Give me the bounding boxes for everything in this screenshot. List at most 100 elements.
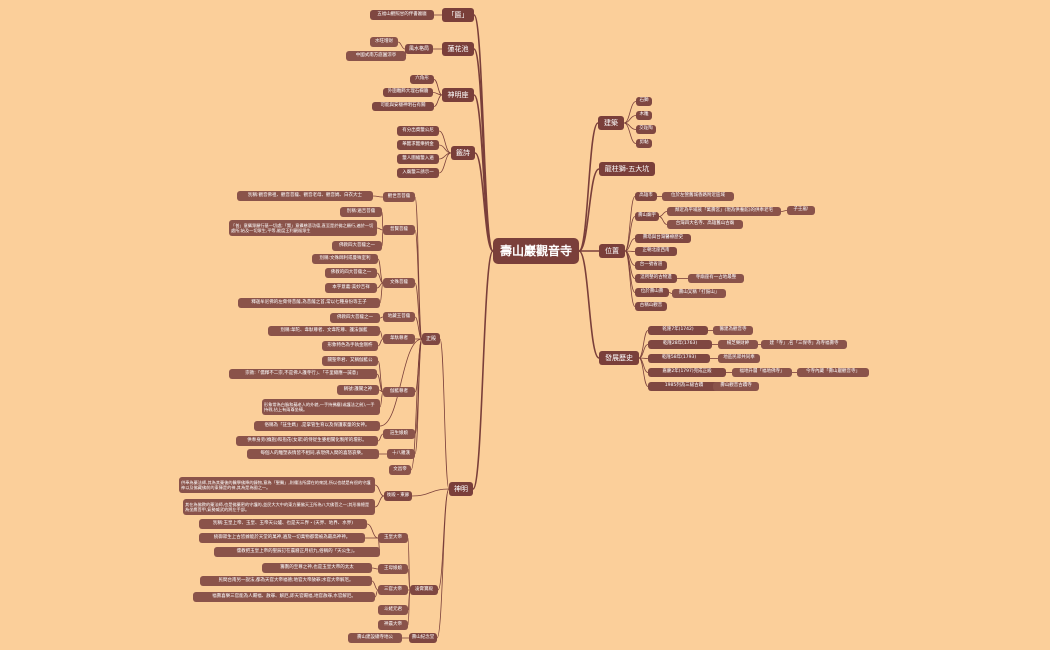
node-i5a[interactable]: 壽山觀音古蹟寺 xyxy=(713,382,759,391)
node-g[interactable]: 龍柱獅-五大坑 xyxy=(599,162,655,176)
node-e1a[interactable]: 觀世音菩薩 xyxy=(383,192,415,202)
node-d3[interactable]: 籤人圖繪籤入遍 xyxy=(397,154,439,164)
node-i4[interactable]: 嘉慶2年(1797)完成正殿 xyxy=(648,368,726,377)
node-f1[interactable]: 石獅 xyxy=(636,97,652,106)
node-h6[interactable]: 這所整的古物遺 xyxy=(635,274,677,283)
node-h5[interactable]: 台一號省道 xyxy=(635,261,667,270)
connector-g xyxy=(578,168,600,252)
connector-e1b3 xyxy=(381,229,384,247)
connector-e4 xyxy=(436,488,450,639)
node-i5[interactable]: 1985列為三級古蹟 xyxy=(648,382,720,391)
node-e3b1[interactable]: 籌劃的至尊之神,也是玉皇大帝的太太 xyxy=(262,563,372,573)
node-h1a[interactable]: 位於左營舊城香路附近區域 xyxy=(662,192,734,201)
node-h6a[interactable]: 寺廟座有一占地最整 xyxy=(688,274,744,283)
node-e3a[interactable]: 玉皇大帝 xyxy=(378,533,408,543)
node-e1b2[interactable]: 「普」意攝眾願行基一切處;「賢」意攝慈悲功德,直至是於佛之願行,遍於一切處所;始… xyxy=(229,220,377,236)
node-h2b[interactable]: 台灣四大名寺、高雄舊山古廟 xyxy=(667,220,743,229)
node-b[interactable]: 蓮花池 xyxy=(442,42,474,56)
node-e4[interactable]: 壽山紀念堂 xyxy=(409,633,437,643)
node-e4a[interactable]: 壽山建設總寺地公 xyxy=(348,633,402,643)
node-i[interactable]: 發展歷史 xyxy=(599,351,639,365)
node-root[interactable]: 壽山巖觀音寺 xyxy=(493,238,579,264)
node-a[interactable]: 「匾」 xyxy=(442,8,474,22)
node-h7a[interactable]: 壽山又稱「打鼓山」 xyxy=(672,289,726,298)
node-e1c4[interactable]: 釋迦牟尼佛的左脅侍菩薩,為菩薩之首,常以七種身份等王子 xyxy=(238,298,380,308)
node-e1g[interactable]: 註生娘娘 xyxy=(383,429,415,439)
node-i4a[interactable]: 福地升層「福地佛寺」 xyxy=(732,368,792,377)
node-e1h1[interactable]: 每個人的雕塑表情皆不相同,表現佛入間的喜怒哀樂。 xyxy=(247,449,379,459)
node-e1b[interactable]: 普賢菩薩 xyxy=(383,225,415,235)
node-d[interactable]: 籤詩 xyxy=(451,146,475,160)
node-i2a1[interactable]: 建「寺」,名「三保寺」為寺福壽寺 xyxy=(761,340,847,349)
node-f2[interactable]: 木雕 xyxy=(636,111,652,120)
node-e1e1[interactable]: 別稱:韋陀、韋馱尊者、文韋陀尊、護法伽藍 xyxy=(268,326,380,336)
node-e1g2[interactable]: 供奉身旁(撫抱)和抱花(女眾)的侍從生婆相關化製所的壇形。 xyxy=(236,436,378,446)
node-f4[interactable]: 剪黏 xyxy=(636,139,652,148)
node-c[interactable]: 神明座 xyxy=(442,88,474,102)
node-i1[interactable]: 乾隆7年(1742) xyxy=(648,326,708,335)
node-e3c[interactable]: 三官大帝 xyxy=(378,585,408,595)
node-c3[interactable]: 可能與安穩神明石有關 xyxy=(372,102,434,111)
node-e1f3[interactable]: 稱號:護關之神 xyxy=(337,385,379,395)
node-e1e[interactable]: 韋馱尊者 xyxy=(383,334,415,344)
node-h7[interactable]: 位於壽山壽 xyxy=(635,288,669,297)
node-d1[interactable]: 有分出資籤公尼 xyxy=(397,126,439,136)
node-h2a1[interactable]: 子壬嵐! xyxy=(787,206,815,215)
node-b1[interactable]: 風水格局 xyxy=(405,44,433,54)
node-b1b[interactable]: 中國式南方庭園涼亭 xyxy=(346,51,406,61)
node-e3[interactable]: 凌霄寶殿 xyxy=(410,585,438,595)
node-i1a[interactable]: 籌建為觀音寺 xyxy=(713,326,753,335)
node-e1f1[interactable]: 關聖帝君、又稱伽藍公 xyxy=(322,356,378,366)
node-e2b[interactable]: 其在為佛教的藥法師,也是佛藥密的守護的,並民大大中的東方藥佛天王所為八大佛菩之一… xyxy=(183,499,375,515)
node-e1b1[interactable]: 別稱:遍吉菩薩 xyxy=(340,207,382,217)
node-h4[interactable]: 正朝北座西南 xyxy=(635,247,677,256)
node-e1d[interactable]: 地藏王菩薩 xyxy=(383,312,415,322)
node-e1d1[interactable]: 佛教四大菩薩之一 xyxy=(330,313,380,323)
node-e1b3[interactable]: 佛教四大菩薩之一 xyxy=(332,241,382,251)
node-f[interactable]: 建築 xyxy=(598,116,624,130)
node-d4[interactable]: 入廟籤三請示一 xyxy=(397,168,439,178)
node-e2a[interactable]: 供奉為藥法師,其為其藥後的醫學佛降的鍊物,意為「聖醫」,則儒法所謂在的來說,所以… xyxy=(179,477,375,493)
node-h[interactable]: 位置 xyxy=(599,244,625,258)
node-e3a1[interactable]: 別稱:玉皇上帝、玉皇、玉帝天公爐、也是天三界・(天界、地界、水界) xyxy=(199,519,367,529)
node-e3a2[interactable]: 統御眾生上古皆據能於天堂的萬神,遍及一切萬物都需被為最高神神。 xyxy=(199,533,365,543)
node-e1a1[interactable]: 別稱:觀音佛祖、觀音菩薩、觀音老母、觀音媽、白衣大士 xyxy=(237,191,373,201)
node-c2[interactable]: 外圍雕飾大理石欄牆 xyxy=(383,88,433,97)
node-d2[interactable]: 舉籤求籤樂捐金 xyxy=(397,140,439,150)
node-h1[interactable]: 高雄市 xyxy=(635,192,657,201)
node-e1c1[interactable]: 別稱:文殊師利或曼殊室利 xyxy=(312,254,378,264)
node-e1[interactable]: 正殿 xyxy=(422,333,440,345)
node-e1c[interactable]: 文殊菩薩 xyxy=(383,278,415,288)
node-i4a1[interactable]: 今寺內藏「壽山巖觀音寺」 xyxy=(797,368,869,377)
node-i2a[interactable]: 楊芝樂財紳 xyxy=(718,340,758,349)
node-e2[interactable]: 後殿・東廊 xyxy=(384,491,412,501)
node-b1a[interactable]: 水旺增財 xyxy=(370,37,398,47)
node-e1g1[interactable]: 俗稱為「註生媽」,是掌管生育以及保護家童的女神。 xyxy=(254,421,380,431)
node-e1e2[interactable]: 形象特色為手執金剛杵 xyxy=(322,341,378,351)
node-e1f[interactable]: 伽藍尊者 xyxy=(383,387,415,397)
node-e[interactable]: 神明 xyxy=(449,482,473,496)
node-c1[interactable]: 六角形 xyxy=(410,75,434,84)
node-e1c3[interactable]: 本字意義:美妙吉祥 xyxy=(325,283,377,293)
node-e3a3[interactable]: 儒教把玉皇上帝的聖辰訂在農曆正月初九,俗稱的「天公生」。 xyxy=(214,547,380,557)
node-e1f4[interactable]: 形象常為白臉和藹老人的外貌,一手持拂塵(或護法之劍),一手持戟,拈上有兩尊坐騎。 xyxy=(262,399,380,415)
node-e3e[interactable]: 神農大帝 xyxy=(378,620,408,630)
node-i3a[interactable]: 地區民眾共同奉 xyxy=(718,354,760,363)
node-e1c2[interactable]: 佛教的四大菩薩之一 xyxy=(325,268,377,278)
node-e1h[interactable]: 十八羅漢 xyxy=(387,449,415,459)
node-f3[interactable]: 交趾陶 xyxy=(636,125,656,134)
node-a1[interactable]: 五福山觀照甘的伴書匾匾 xyxy=(370,10,434,20)
node-i2[interactable]: 乾隆28年(1763) xyxy=(648,340,712,349)
node-e3c2[interactable]: 福壽喜樂三官能為人賜福、赦罪、解厄,即天官賜福,地官赦罪,水官解厄。 xyxy=(193,592,375,602)
node-e1i[interactable]: 文昌帝 xyxy=(389,465,411,475)
node-e1f2[interactable]: 宗教:「儒釋不二宗,不是佛人護寺行」、「千里總應一誠意」 xyxy=(229,369,377,379)
node-h3[interactable]: 壽塔與台灣醫療歷史 xyxy=(635,234,691,243)
node-e3b[interactable]: 王母娘娘 xyxy=(378,564,408,574)
node-h2[interactable]: 壽山廟宇 xyxy=(635,212,659,221)
node-e3c1[interactable]: 民間台南另一說法,都為天官大帝福德;地官大帝赦罪;水官大帝解厄。 xyxy=(200,576,372,586)
node-h2a[interactable]: 鄰近為平埔族「萬壽宮」(現為供養館)的供奉老宅 xyxy=(667,207,781,216)
node-h8[interactable]: 古稱山觀音 xyxy=(635,302,667,311)
node-e3d[interactable]: 斗姥元君 xyxy=(378,605,408,615)
node-i3[interactable]: 乾隆58年(1793) xyxy=(648,354,710,363)
